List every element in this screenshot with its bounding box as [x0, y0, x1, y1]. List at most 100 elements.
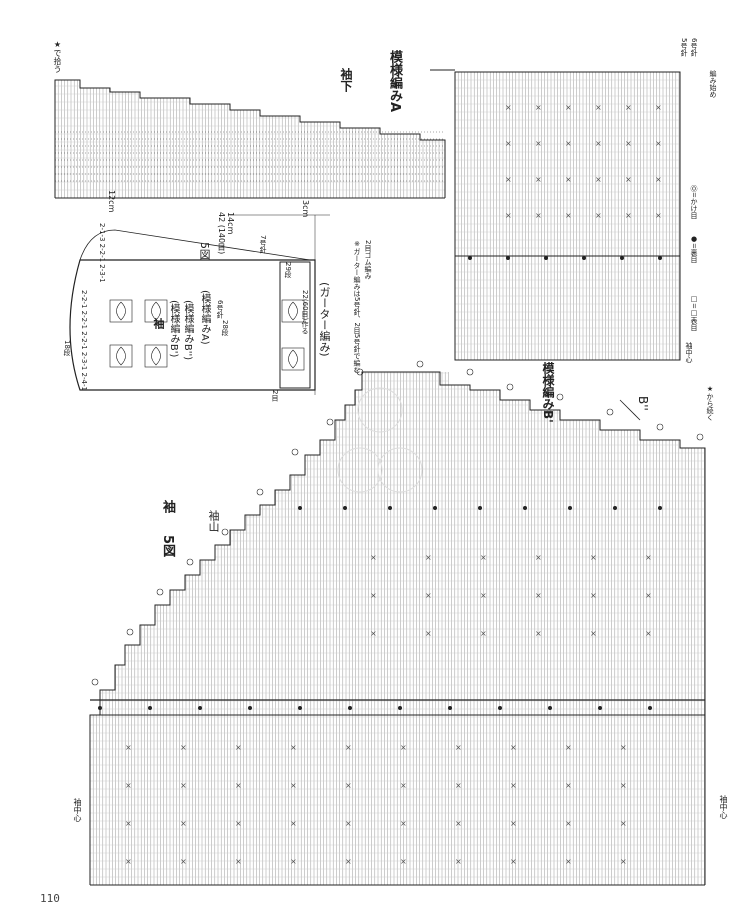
step-circle — [156, 588, 164, 596]
step-circle — [186, 558, 194, 566]
purl-dot — [658, 506, 662, 510]
left-center-label: 袖中心 — [73, 798, 82, 822]
purl-dot — [348, 706, 352, 710]
legend-knit: □=□表目 — [690, 295, 698, 331]
cable-mark: × — [125, 781, 132, 790]
step-circle — [606, 408, 614, 416]
purl-dot — [298, 506, 302, 510]
pattern-a-center: 袖中心 — [685, 342, 693, 363]
cable-mark: × — [125, 819, 132, 828]
cable-mark: × — [510, 743, 517, 752]
sleeve-lower-grid — [54, 80, 445, 199]
page-number: 110 — [40, 892, 60, 905]
purl-dot — [433, 506, 437, 510]
cm-14: 14cm — [226, 212, 235, 235]
purl-dot — [448, 706, 452, 710]
step-circle — [696, 433, 704, 441]
cable-mark: × — [290, 781, 297, 790]
b-arrow — [619, 399, 641, 421]
purl-dot — [548, 706, 552, 710]
motif-leaf — [151, 346, 161, 366]
cable-mark: × — [655, 211, 662, 220]
cable-mark: × — [370, 591, 377, 600]
cable-mark: × — [510, 781, 517, 790]
cable-mark: × — [595, 103, 602, 112]
cable-mark: × — [345, 819, 352, 828]
step-circle — [466, 368, 474, 376]
footnote2: 2目ゴム編み — [364, 240, 372, 280]
cable-mark: × — [595, 175, 602, 184]
cable-mark: × — [565, 211, 572, 220]
pattern-a-grid — [454, 71, 680, 361]
cable-mark: × — [620, 819, 627, 828]
cable-mark: × — [535, 175, 542, 184]
cable-mark: × — [370, 629, 377, 638]
legend-yo: Ⓞ=かけ目 — [690, 185, 698, 219]
pattern-a-label: (模様編みA) — [199, 290, 210, 345]
schematic-cuff — [279, 261, 311, 389]
purl-dot — [648, 706, 652, 710]
cable-mark: × — [620, 743, 627, 752]
cable-mark: × — [290, 743, 297, 752]
purl-dot — [658, 256, 662, 260]
cable-mark: × — [180, 781, 187, 790]
cable-mark: × — [590, 629, 597, 638]
cable-mark: × — [595, 139, 602, 148]
cable-mark: × — [480, 591, 487, 600]
main-chart-outline — [89, 371, 706, 885]
cable-mark: × — [505, 103, 512, 112]
cable-mark: × — [565, 743, 572, 752]
pattern-a-title: 模様編みA — [387, 50, 402, 113]
step-circle — [656, 423, 664, 431]
motif-square — [281, 299, 305, 323]
cable-mark: × — [565, 103, 572, 112]
cable-mark: × — [345, 743, 352, 752]
motif-square — [281, 347, 305, 371]
cable-mark: × — [535, 103, 542, 112]
cable-mark: × — [565, 139, 572, 148]
cable-mark: × — [595, 211, 602, 220]
cable-mark: × — [590, 591, 597, 600]
cable-mark: × — [400, 819, 407, 828]
cable-mark: × — [505, 211, 512, 220]
motif-square — [109, 299, 133, 323]
rows-28: 28段 — [221, 320, 229, 336]
cable-mark: × — [535, 591, 542, 600]
cable-mark: × — [180, 819, 187, 828]
cable-mark: × — [345, 857, 352, 866]
cable-mark: × — [455, 819, 462, 828]
width-42: 42 (140目) — [217, 212, 226, 255]
cable-mark: × — [370, 553, 377, 562]
cable-mark: × — [565, 175, 572, 184]
step-circle — [291, 448, 299, 456]
needle-note-5: 5号針 — [680, 38, 688, 57]
purl-dot — [298, 706, 302, 710]
schematic-outline — [69, 259, 316, 391]
step-circle — [256, 488, 264, 496]
cable-mark: × — [505, 175, 512, 184]
cable-mark: × — [535, 211, 542, 220]
cable-mark: × — [505, 139, 512, 148]
motif-square — [144, 344, 168, 368]
sleeve-cap-label: 袖山 — [207, 510, 220, 532]
schematic-top — [79, 229, 311, 261]
motif-leaf — [288, 349, 298, 369]
needle-6: 6号針 — [216, 300, 224, 319]
cable-mark: × — [590, 553, 597, 562]
cable-mark: × — [290, 819, 297, 828]
footnote: ※ガーター編みは5号針、2目5号針で編む — [353, 240, 361, 374]
cable-mark: × — [235, 781, 242, 790]
right-center-label: 袖中心 — [719, 795, 728, 819]
watermark-circle — [377, 447, 423, 493]
cable-mark: × — [480, 629, 487, 638]
step-circle — [356, 368, 364, 376]
purl-dot — [582, 256, 586, 260]
purl-dot — [506, 256, 510, 260]
cable-mark: × — [425, 591, 432, 600]
cable-mark: × — [125, 857, 132, 866]
cable-mark: × — [565, 781, 572, 790]
garter-note: 22(60目)作る — [301, 290, 309, 335]
pattern-b2-label: (模様編みB'') — [182, 300, 193, 361]
main-chart-grid — [89, 372, 705, 886]
